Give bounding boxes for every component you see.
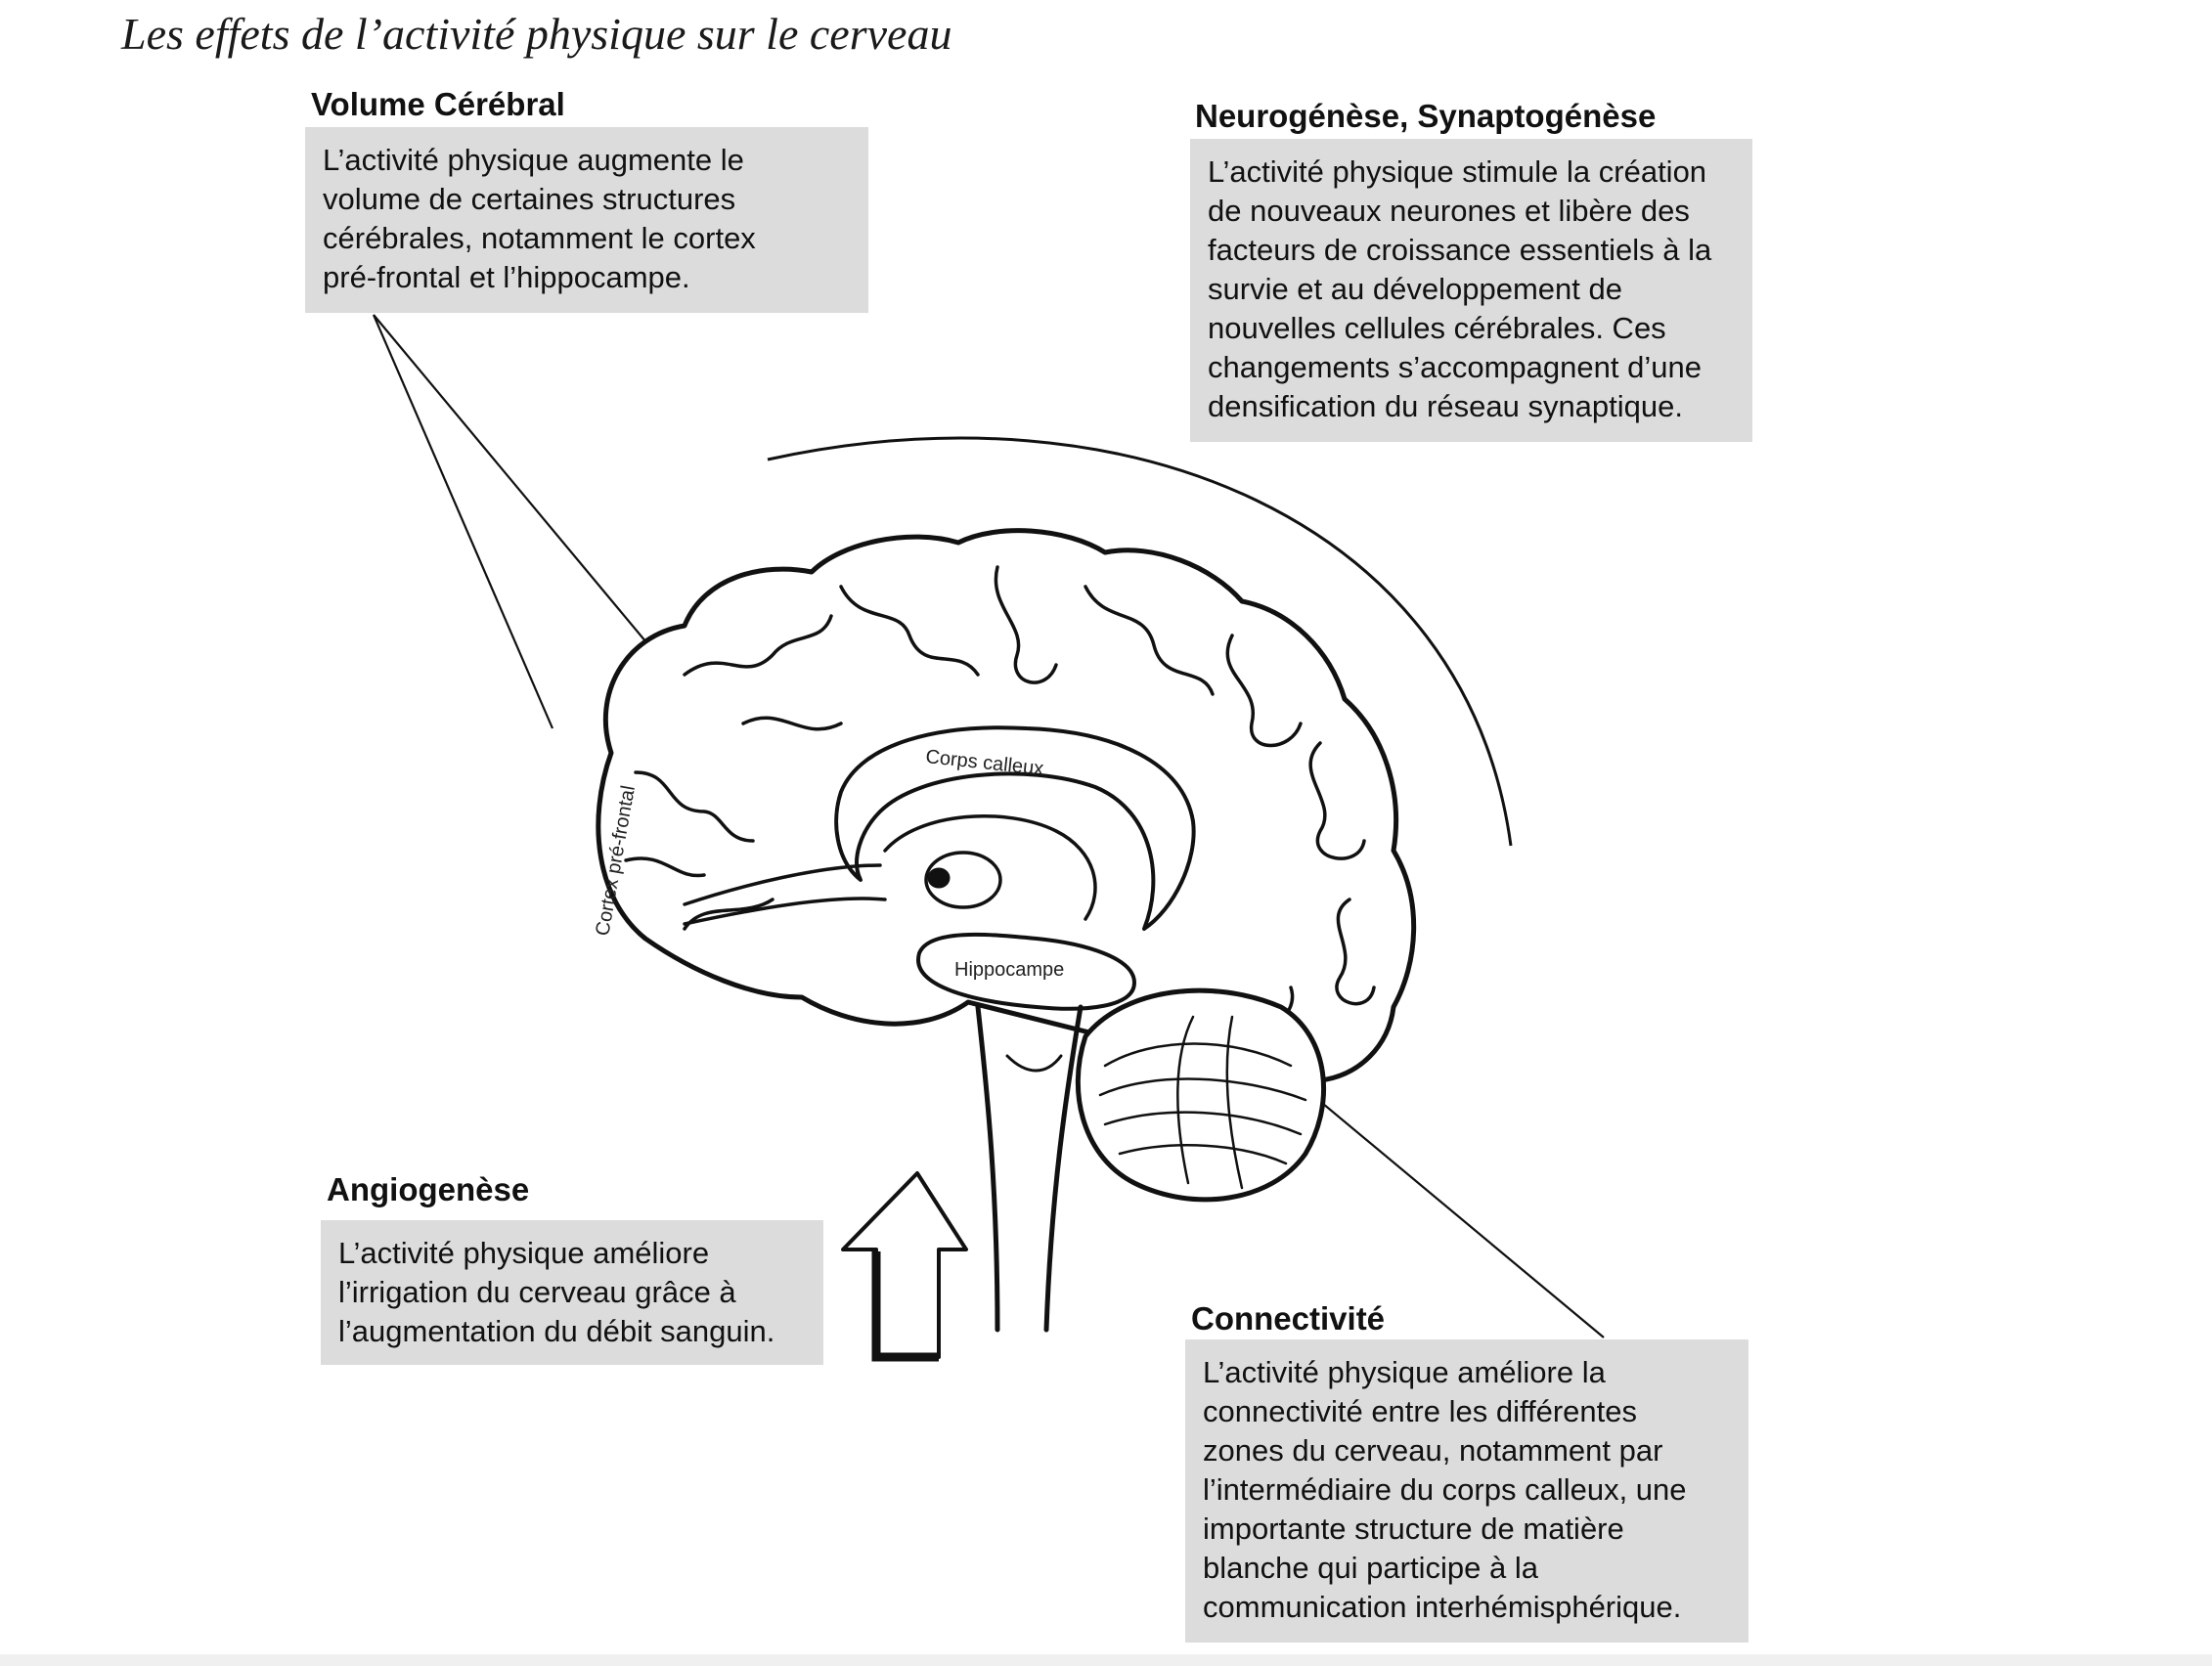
text-line: communication interhémisphérique. [1203, 1590, 1682, 1624]
text-line: nouvelles cellules cérébrales. Ces [1208, 311, 1666, 345]
leader-line-cortex [372, 314, 554, 729]
text-line: survie et au développement de [1208, 272, 1622, 306]
text-line: cérébrales, notamment le cortex [323, 221, 756, 255]
text-line: L’activité physique améliore la [1203, 1355, 1606, 1389]
box-neurogenese: L’activité physique stimule la création … [1190, 139, 1752, 442]
text-line: L’activité physique améliore [338, 1236, 710, 1270]
text-line: de nouveaux neurones et libère des [1208, 194, 1690, 228]
text-line: facteurs de croissance essentiels à la [1208, 233, 1712, 267]
box-angiogenese: L’activité physique améliore l’irrigatio… [321, 1220, 823, 1365]
neurogenesis-arc [767, 436, 1513, 847]
text-line: l’augmentation du débit sanguin. [338, 1314, 775, 1348]
up-arrow-icon [841, 1171, 968, 1359]
text-line: L’activité physique stimule la création [1208, 154, 1707, 189]
bottom-strip [0, 1654, 2212, 1666]
heading-angiogenese: Angiogenèse [327, 1171, 530, 1207]
text-line: densification du réseau synaptique. [1208, 389, 1683, 423]
page-title: Les effets de l’activité physique sur le… [121, 9, 952, 59]
text-line: pré-frontal et l’hippocampe. [323, 260, 690, 294]
brain-illustration [596, 528, 1417, 1333]
text-line: zones du cerveau, notamment par [1203, 1433, 1663, 1468]
text-line: volume de certaines structures [323, 182, 736, 216]
text-line: changements s’accompagnent d’une [1208, 350, 1702, 384]
text-line: l’intermédiaire du corps calleux, une [1203, 1472, 1687, 1507]
heading-neurogenese: Neurogénèse, Synaptogénèse [1195, 98, 1657, 134]
text-line: blanche qui participe à la [1203, 1551, 1538, 1585]
text-line: connectivité entre les différentes [1203, 1394, 1638, 1428]
box-connectivite: L’activité physique améliore la connecti… [1185, 1339, 1748, 1643]
text-line: l’irrigation du cerveau grâce à [338, 1275, 736, 1309]
box-volume-cerebral: L’activité physique augmente le volume d… [305, 127, 868, 313]
heading-volume-cerebral: Volume Cérébral [311, 86, 565, 122]
label-hippocampe: Hippocampe [954, 959, 1064, 981]
text-line: L’activité physique augmente le [323, 143, 744, 177]
heading-connectivite: Connectivité [1191, 1300, 1386, 1337]
text-line: importante structure de matière [1203, 1512, 1624, 1546]
